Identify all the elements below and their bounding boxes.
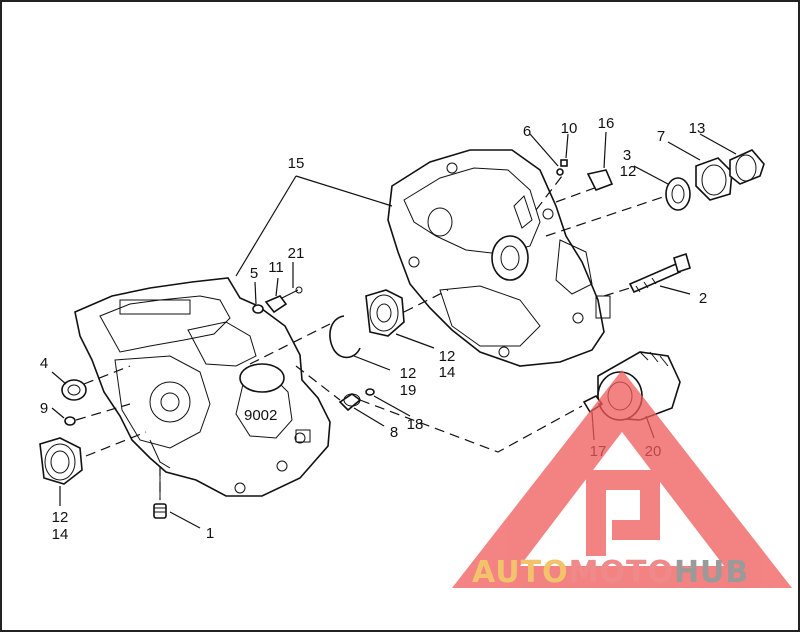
watermark-word-auto: AUTO — [472, 555, 569, 590]
watermark-logo — [452, 370, 792, 588]
callout-12-left-bearing: 12 — [52, 509, 69, 526]
plate-16 — [586, 169, 614, 192]
callout-7: 7 — [657, 128, 665, 145]
retaining-ring-12-19 — [329, 315, 361, 359]
callout-3: 3 — [623, 147, 631, 164]
callout-16: 16 — [598, 115, 615, 132]
callout-10: 10 — [561, 120, 578, 137]
right-crankcase-half — [387, 149, 611, 367]
callout-2: 2 — [699, 290, 707, 307]
left-crankcase-half: 9002 — [74, 277, 331, 500]
bushing-13 — [729, 149, 765, 185]
callout-21: 21 — [288, 245, 305, 262]
callout-8: 8 — [390, 424, 398, 441]
valve-assembly-5-11-21 — [252, 286, 303, 314]
watermark-word-moto: MOTO — [569, 555, 674, 590]
o-ring-18 — [365, 388, 375, 396]
watermark-g-mark-icon — [586, 470, 660, 556]
bearing-left-12-14 — [39, 437, 83, 485]
callout-12-center-bearing: 12 — [439, 348, 456, 365]
callout-11: 11 — [268, 259, 284, 276]
callout-6: 6 — [523, 123, 531, 140]
bearing-7 — [695, 157, 733, 201]
callout-12-seal: 12 — [620, 163, 637, 180]
bolt-2 — [628, 252, 691, 294]
callout-13: 13 — [689, 120, 706, 137]
watermark-triangle-icon — [452, 370, 792, 588]
case-stamp: 9002 — [244, 407, 277, 424]
callout-4: 4 — [40, 355, 48, 372]
callout-18: 18 — [407, 416, 424, 433]
callout-5: 5 — [250, 265, 258, 282]
leader-lines — [51, 131, 737, 529]
pin-10 — [560, 159, 568, 167]
watermark-wordmark: AUTOMOTOHUB — [472, 555, 749, 590]
callout-1: 1 — [206, 525, 214, 542]
plug-1 — [153, 503, 167, 519]
dowel-8 — [338, 393, 362, 412]
bearing-4 — [61, 379, 87, 401]
assembly-axes — [75, 175, 667, 500]
watermark-word-hub: HUB — [674, 555, 749, 590]
callout-15: 15 — [288, 155, 305, 172]
seal-3 — [665, 177, 691, 211]
callout-9: 9 — [40, 400, 48, 417]
pin-6 — [556, 168, 564, 176]
callout-19: 19 — [400, 382, 417, 399]
callout-12-ring: 12 — [400, 365, 417, 382]
callout-14-left-bearing: 14 — [52, 526, 69, 543]
bearing-center-12-14 — [365, 289, 405, 337]
callout-labels: 1 2 3 4 5 6 7 8 9 10 11 12 12 12 12 13 1… — [40, 115, 707, 543]
pin-9 — [64, 416, 76, 426]
callout-14-center-bearing: 14 — [439, 364, 456, 381]
svg-text:AUTOMOTOHUB: AUTOMOTOHUB — [472, 555, 749, 590]
